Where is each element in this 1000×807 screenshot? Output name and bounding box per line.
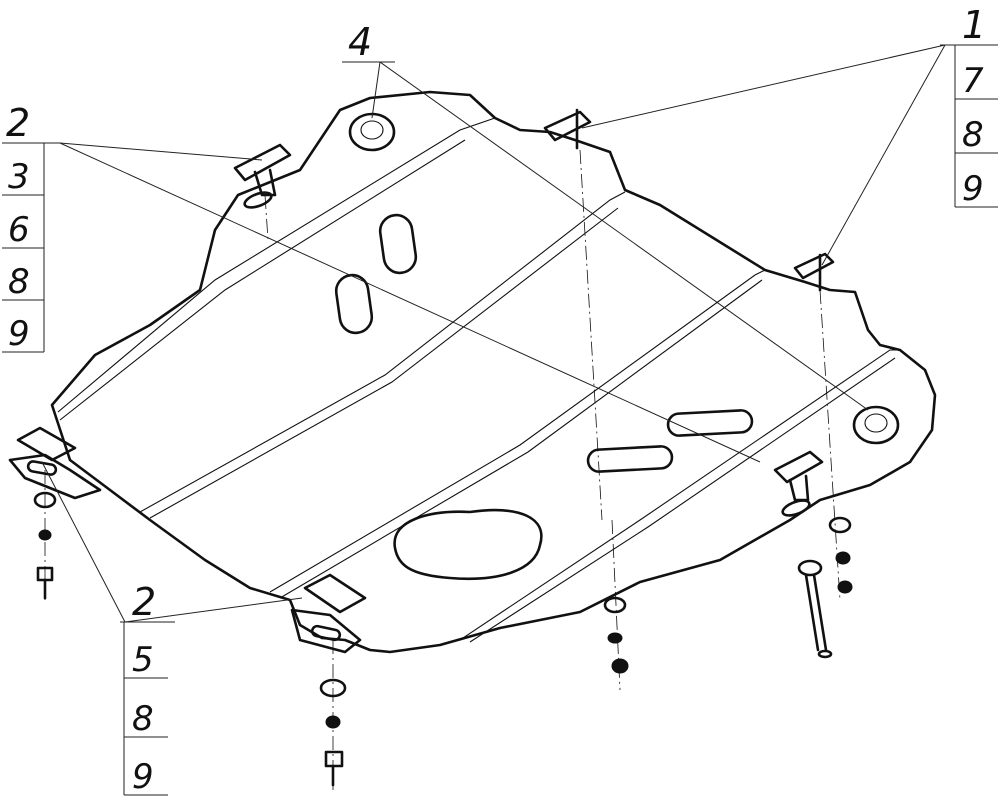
mount-brackets	[8, 108, 835, 654]
callout-head-text: 4	[348, 20, 372, 64]
callout-row-text: 7	[962, 61, 984, 101]
callout-top-right: 1 7 8 9	[940, 3, 998, 209]
callout-head-text: 2	[6, 101, 30, 145]
center-lines	[44, 149, 841, 790]
callout-row-text: 3	[8, 157, 30, 197]
callout-row-text: 9	[132, 757, 154, 797]
callout-head-text: 2	[132, 580, 156, 624]
callout-row-text: 9	[962, 169, 984, 209]
callout-bottom-left: 2 5 8 9	[120, 580, 175, 797]
callout-top-center: 4	[342, 20, 395, 64]
callout-row-text: 8	[962, 115, 984, 155]
leader-lines	[41, 44, 946, 623]
callout-row-text: 9	[8, 314, 30, 354]
callout-row-text: 5	[132, 640, 154, 680]
fasteners	[33, 491, 853, 787]
callout-row-text: 6	[8, 210, 30, 250]
callout-head-text: 1	[962, 3, 986, 47]
skid-plate	[50, 90, 937, 654]
callout-top-left: 2 3 6 8 9	[2, 101, 60, 354]
callout-row-text: 8	[132, 699, 154, 739]
callout-row-text: 8	[8, 262, 30, 302]
